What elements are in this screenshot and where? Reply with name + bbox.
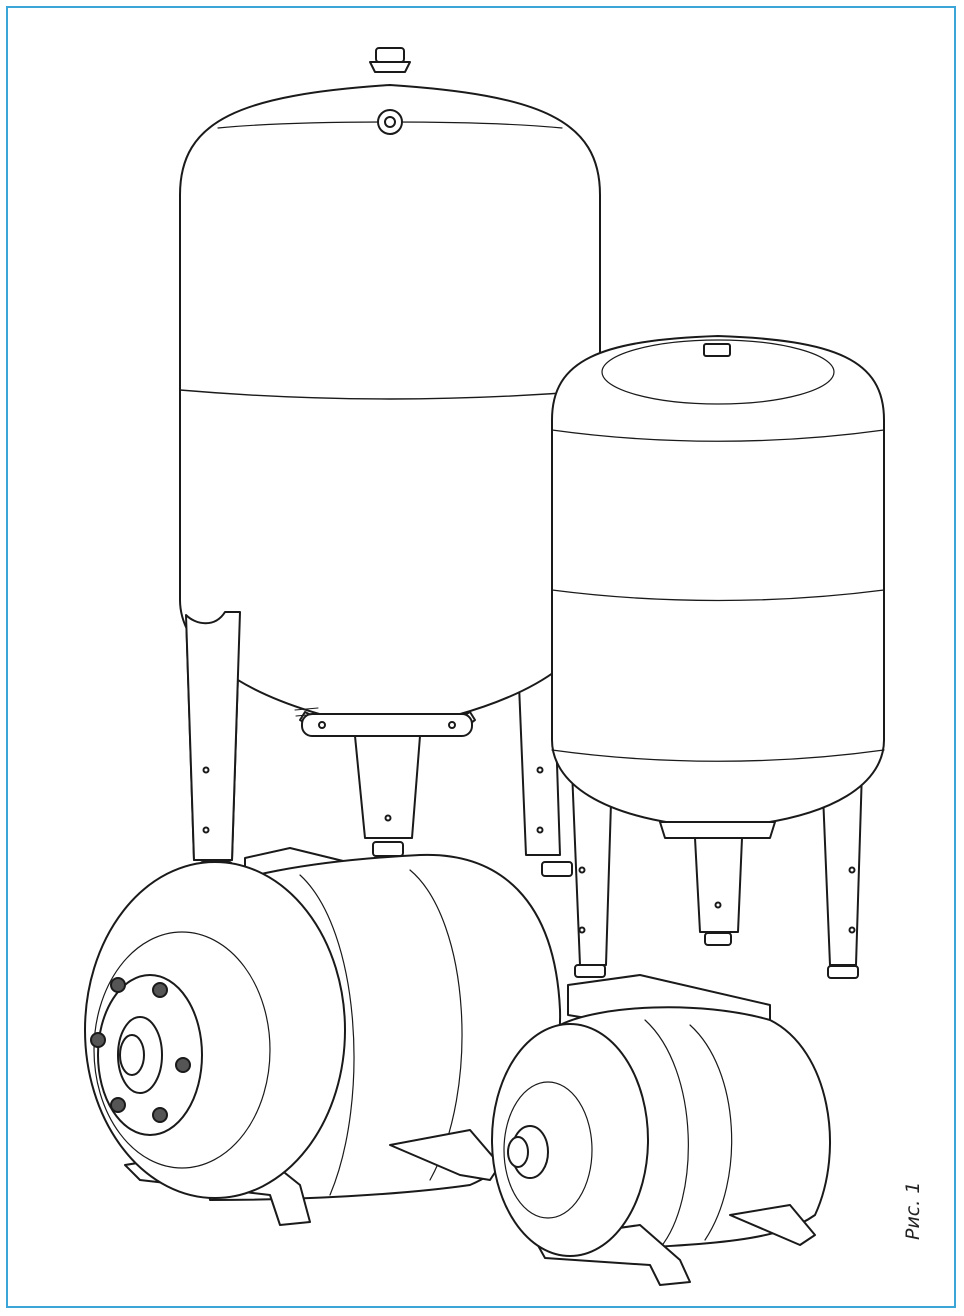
water-inlet <box>507 1136 529 1168</box>
top-cap <box>375 47 405 63</box>
top-cap <box>703 343 731 357</box>
center-stand <box>354 735 421 839</box>
tank-leg <box>185 611 241 861</box>
figure-caption: Рис. 1 <box>902 1181 924 1240</box>
large-vertical-tank <box>179 47 601 877</box>
tank-body <box>551 335 885 829</box>
small-horizontal-tank <box>491 974 831 1286</box>
end-cap <box>491 1023 649 1257</box>
medium-vertical-tank <box>551 335 885 979</box>
large-horizontal-tank <box>84 847 562 1226</box>
tank-body <box>179 84 601 731</box>
water-inlet <box>119 1034 145 1076</box>
tank-foot <box>729 1204 816 1246</box>
center-stand <box>694 837 743 933</box>
